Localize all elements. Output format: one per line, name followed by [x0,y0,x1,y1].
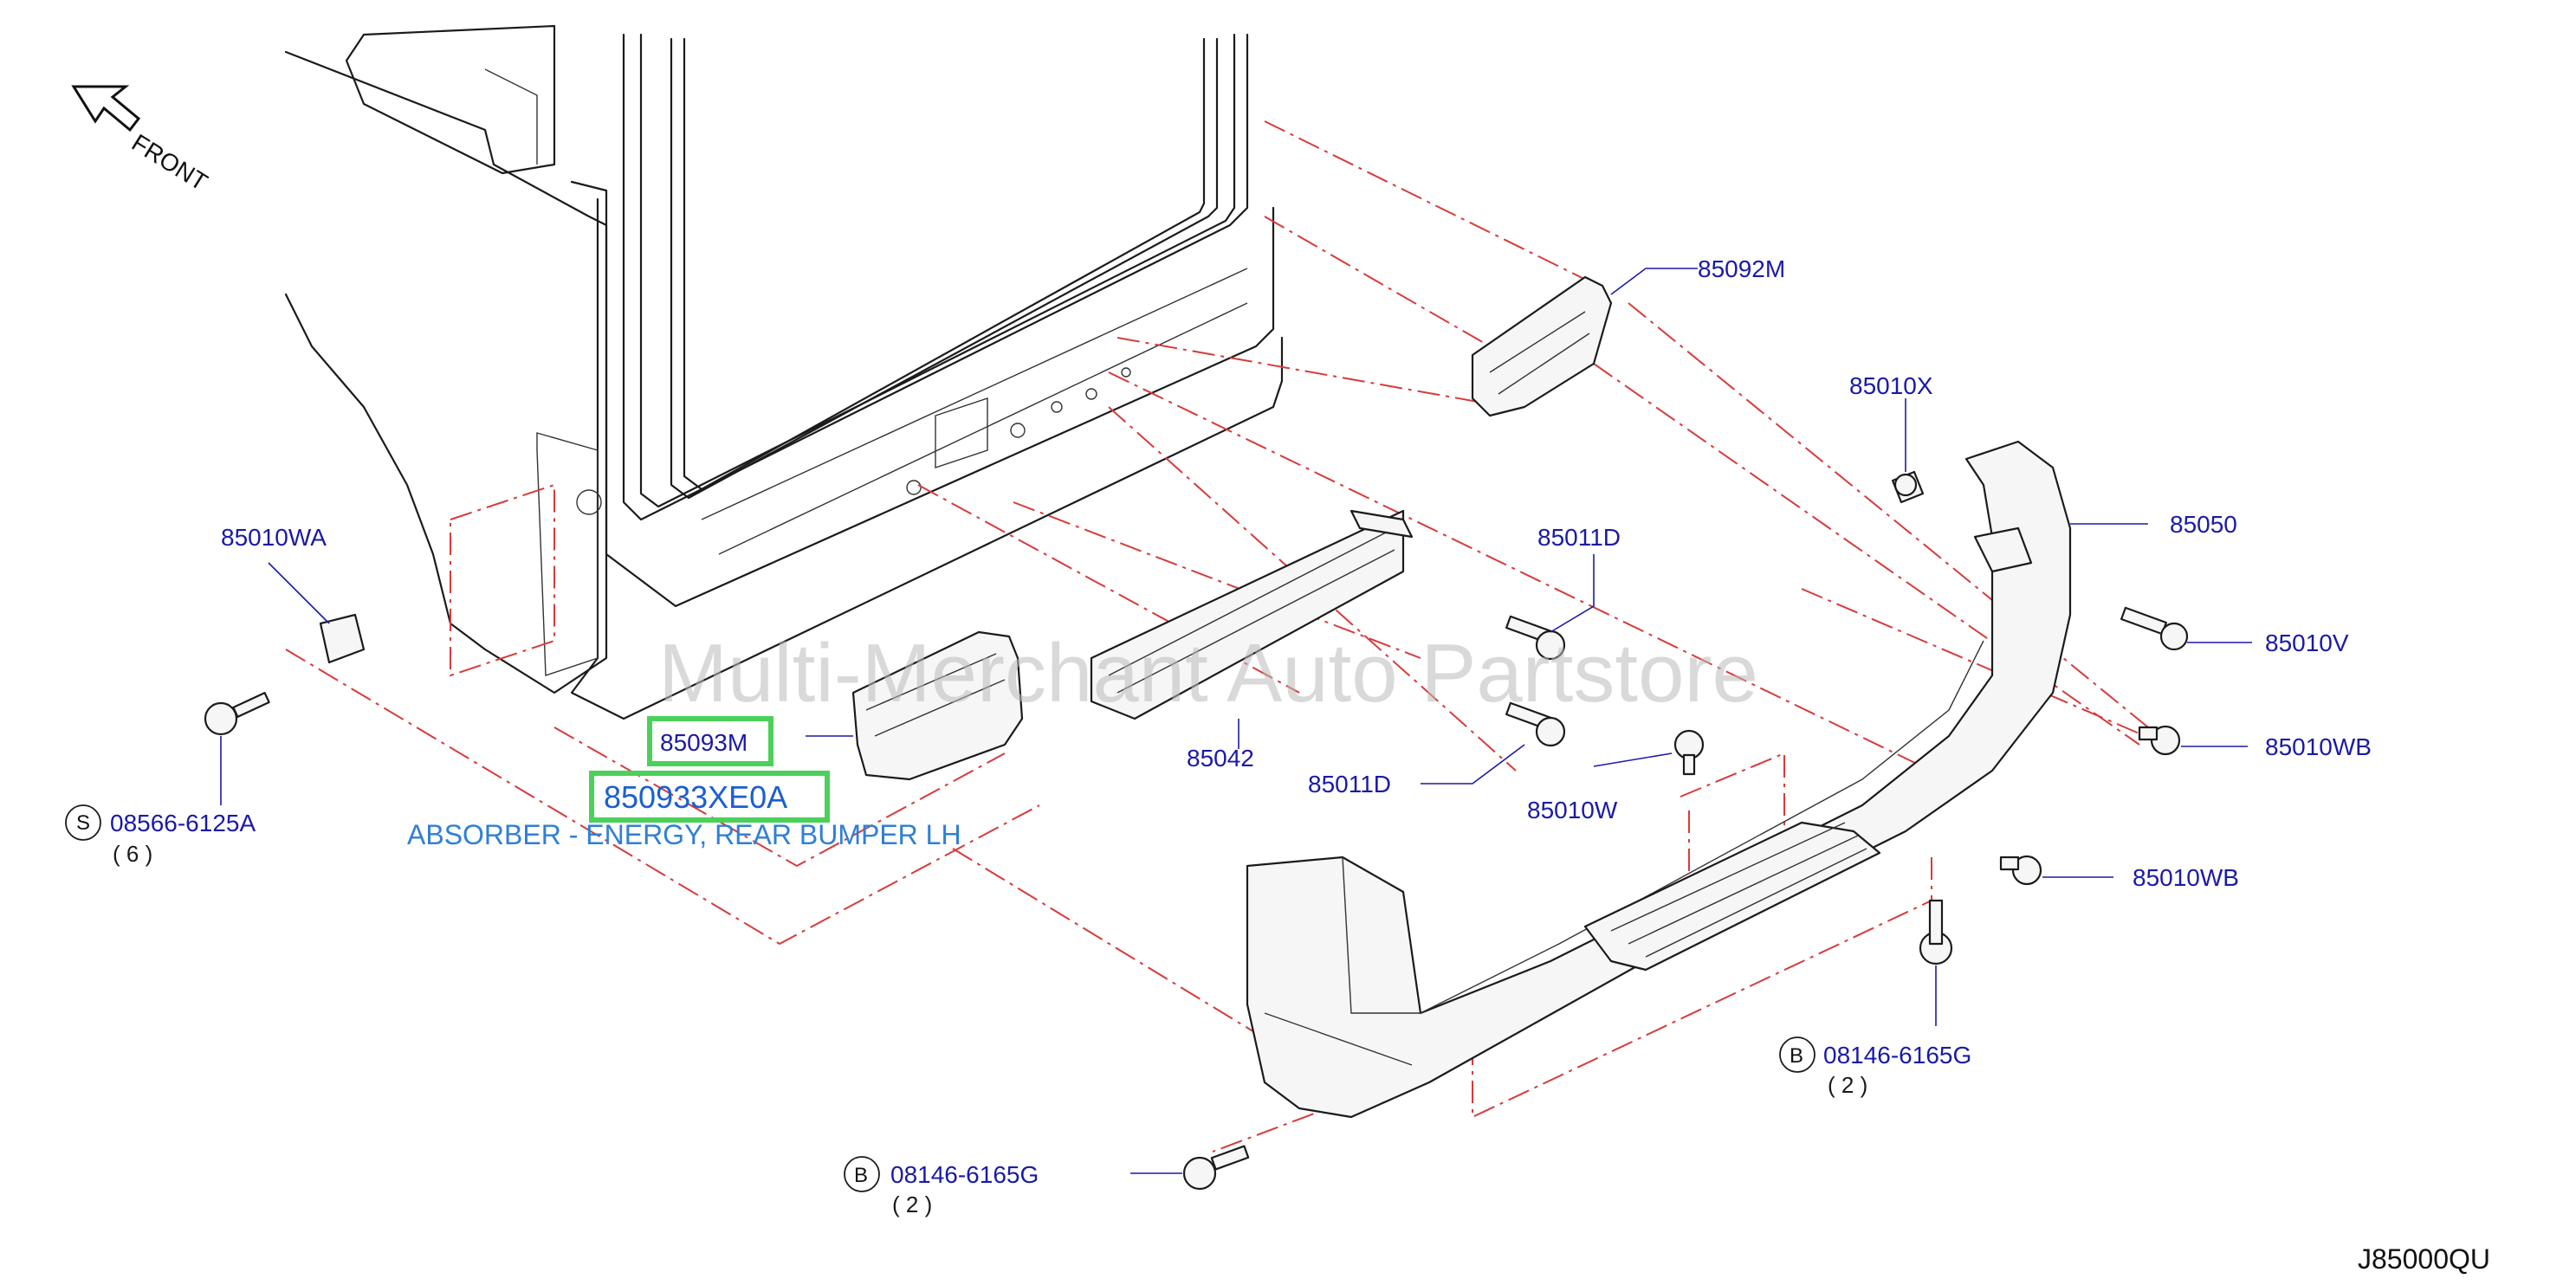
front-label: FRONT [127,129,212,196]
clip-icon-85010X [1891,470,1925,504]
bolt-icon-85011D-lower [1505,701,1566,747]
callout-85010V[interactable]: 85010V [2265,630,2349,656]
fastener-part-number: 08146-6165G [890,1161,1039,1188]
bolt-icon-08146-6165G-bottom [1182,1145,1250,1191]
fastener-08566-6125A[interactable]: S 08566-6125A ( 6 ) [65,804,256,867]
bumper-fascia-85050 [1246,440,2072,1119]
watermark-text: Multi-Merchant Auto Partstore [658,627,1758,720]
fastener-qty: ( 2 ) [1828,1072,1867,1098]
symbol-circle [844,1156,880,1192]
callout-85011D-lower[interactable]: 85011D [1308,771,1391,797]
bolt-icon-85011D-upper [1505,615,1566,661]
reinforcement-85042 [1090,509,1414,720]
callout-85010W[interactable]: 85010W [1527,797,1618,823]
callout-85011D-upper[interactable]: 85011D [1537,524,1621,551]
absorber-85093M [851,630,1024,781]
fastener-08146-6165G-right[interactable]: B 08146-6165G ( 2 ) [1779,1036,1971,1098]
highlight-box-full [589,771,830,823]
fastener-qty: ( 6 ) [113,841,152,867]
symbol-circle [65,804,101,841]
clip-icon-85010WB-lower [1999,855,2042,886]
fastener-symbol: S [76,811,90,835]
leader-lines [220,268,2252,1174]
clip-icon-85010W [1673,729,1705,776]
bolt-icon-08146-6165G-right [1919,899,1953,965]
part-number-full[interactable]: 850933XE0A [604,779,787,815]
callout-85042[interactable]: 85042 [1187,745,1254,772]
callout-85010WB-lower[interactable]: 85010WB [2133,864,2239,891]
highlight-box-short [647,716,773,766]
callout-85010X[interactable]: 85010X [1849,372,1933,399]
fastener-part-number: 08146-6165G [1823,1042,1971,1069]
callout-85093M[interactable]: 85093M [660,729,748,756]
vehicle-rear-body [284,24,1284,720]
front-arrow-icon [71,85,141,132]
callout-85050[interactable]: 85050 [2170,511,2237,538]
bolt-icon-85010V [2120,606,2189,651]
screw-icon-08566-6125A [204,692,270,736]
fastener-08146-6165G-bottom[interactable]: B 08146-6165G ( 2 ) [844,1156,1039,1217]
diagram-id: J85000QU [2358,1243,2490,1275]
symbol-circle [1779,1036,1815,1073]
clip-icon-85010WB-upper [2138,725,2181,756]
callout-85092M[interactable]: 85092M [1698,255,1785,282]
callout-85010WB-upper[interactable]: 85010WB [2265,733,2372,760]
fastener-symbol: B [854,1164,868,1187]
fastener-part-number: 08566-6125A [110,810,256,836]
fastener-symbol: B [1790,1044,1803,1068]
clip-icon-85010WA [319,613,366,664]
bracket-85092M [1471,275,1613,417]
part-description: ABSORBER - ENERGY, REAR BUMPER LH [407,819,961,850]
fastener-qty: ( 2 ) [892,1191,932,1217]
callout-85010WA[interactable]: 85010WA [221,524,327,551]
